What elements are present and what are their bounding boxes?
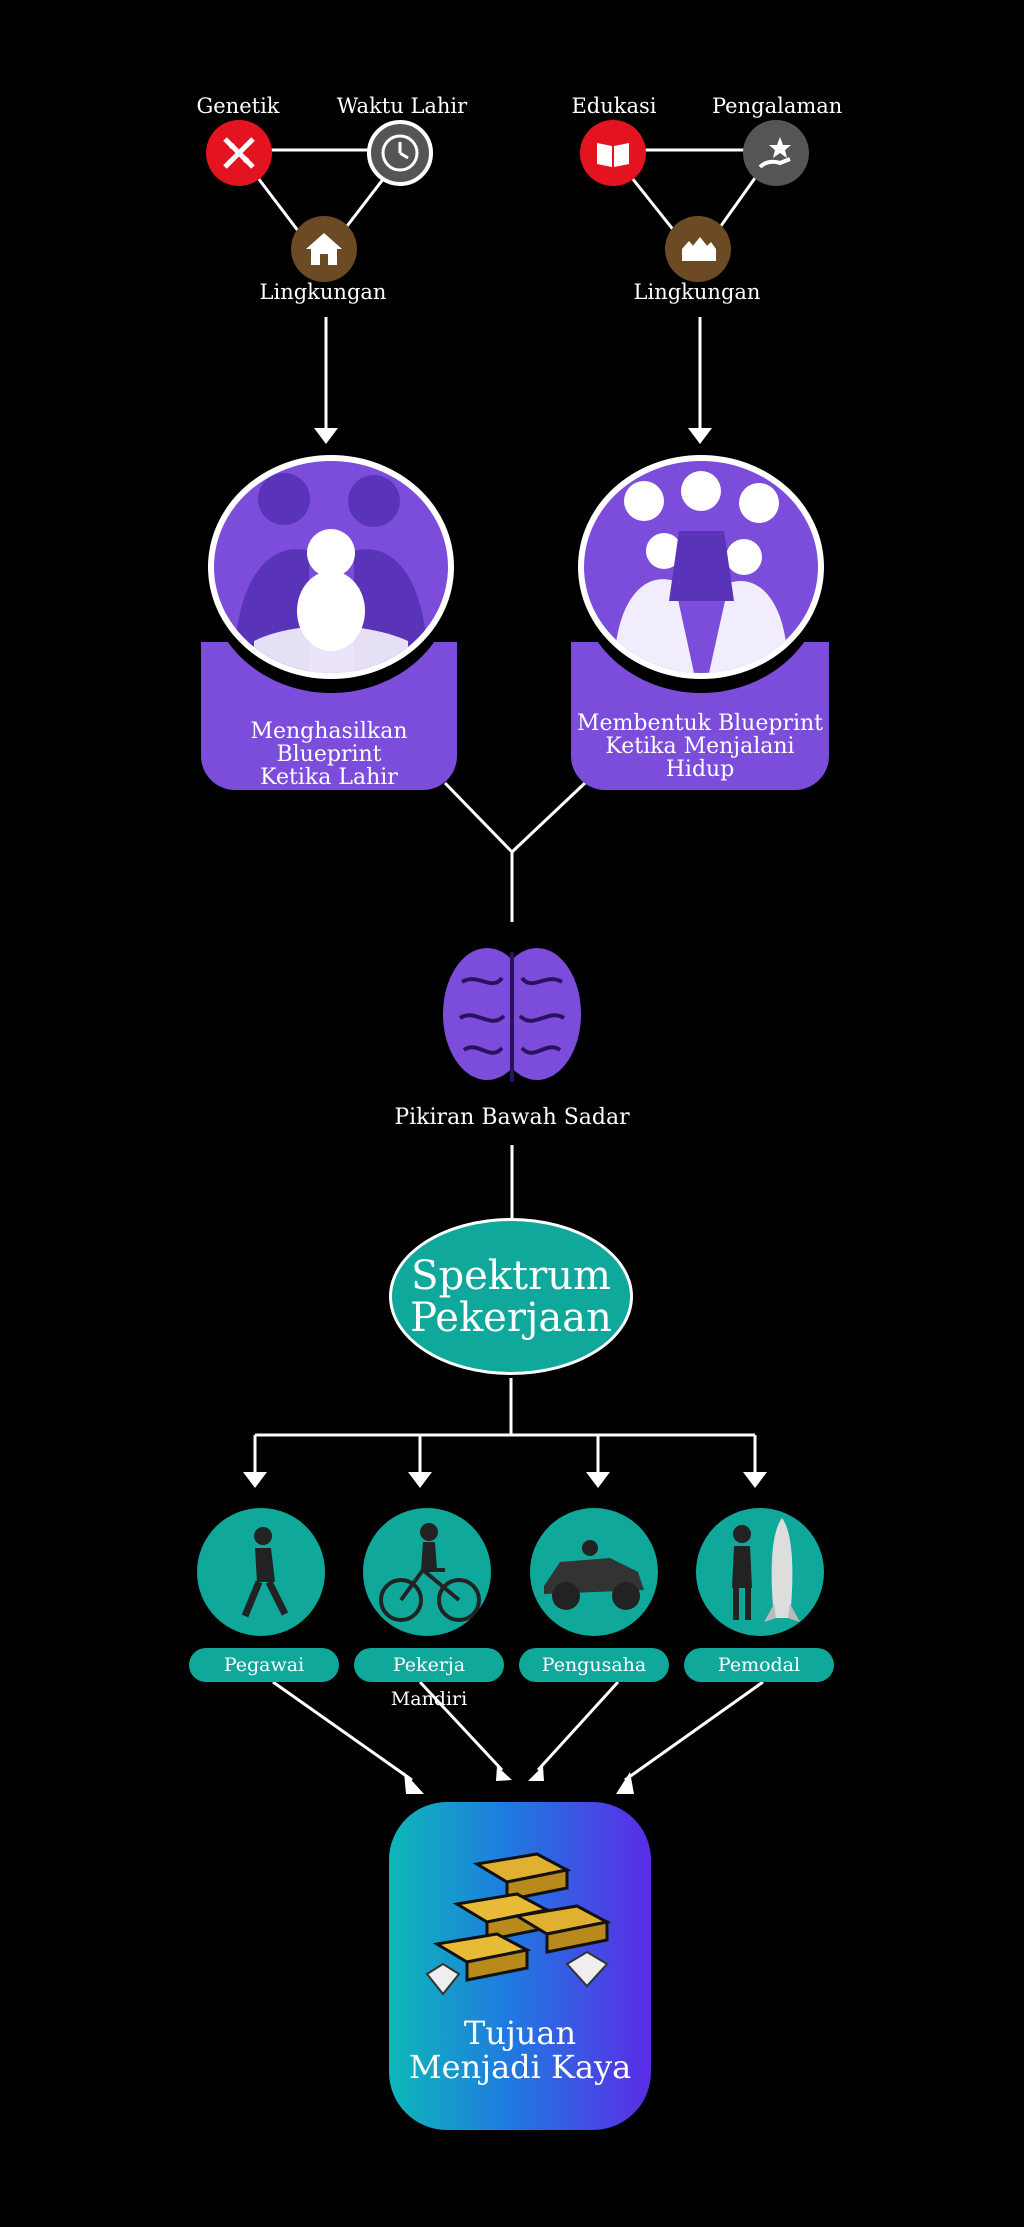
job-pill-pemodal: Pemodal: [684, 1648, 834, 1682]
job-pill-pengusaha: Pengusaha: [519, 1648, 669, 1682]
brain-icon: [442, 942, 582, 1090]
spektrum-line1: Spektrum: [411, 1252, 611, 1299]
goal-arrowheads: [404, 1766, 634, 1794]
blueprint-left-text: Menghasilkan Blueprint Ketika Lahir: [201, 720, 457, 789]
goal-line1: Tujuan: [463, 2014, 577, 2052]
brain-label: Pikiran Bawah Sadar: [394, 1105, 630, 1130]
bicycle-icon: [363, 1508, 491, 1636]
goal-line2: Menjadi Kaya: [408, 2048, 632, 2086]
town-icon: [665, 216, 731, 282]
merge-lines: [443, 781, 587, 922]
house-icon: [291, 216, 357, 282]
spektrum-branch-lines: [253, 1378, 757, 1472]
blueprint-right-text: Membentuk Blueprint Ketika Menjalani Hid…: [571, 712, 829, 781]
job-pill-pegawai: Pegawai: [189, 1648, 339, 1682]
genetik-label: Genetik: [196, 94, 280, 118]
pengalaman-label: Pengalaman: [712, 94, 843, 118]
jobs-to-goal-arrows: [272, 1680, 764, 1782]
clock-icon: [367, 120, 433, 186]
book-icon: [580, 120, 646, 186]
spektrum-node: Spektrum Pekerjaan: [389, 1218, 633, 1375]
walking-man-icon: [197, 1508, 325, 1636]
car-icon: [530, 1508, 658, 1636]
family-illustration: [208, 455, 454, 679]
lingkungan-right-label: Lingkungan: [633, 280, 761, 304]
rocket-icon: [696, 1508, 824, 1636]
spektrum-line2: Pekerjaan: [410, 1294, 612, 1341]
blueprint-right-title: Membentuk Blueprint: [576, 711, 824, 736]
edukasi-label: Edukasi: [571, 94, 657, 118]
arrow-left-blueprint: [314, 317, 338, 444]
arrow-right-blueprint: [688, 317, 712, 444]
job-pill-pekerja-mandiri: Pekerja Mandiri: [354, 1648, 504, 1710]
job-arrowheads: [243, 1472, 767, 1488]
goal-node: Tujuan Menjadi Kaya: [389, 1802, 651, 2130]
blueprint-right-subtitle: Ketika Menjalani Hidup: [605, 734, 795, 782]
goal-text: Tujuan Menjadi Kaya: [389, 2016, 651, 2084]
dna-icon: [206, 120, 272, 186]
hand-star-icon: [743, 120, 809, 186]
waktu-lahir-label: Waktu Lahir: [336, 94, 468, 118]
group-illustration: [578, 455, 824, 679]
lingkungan-left-label: Lingkungan: [259, 280, 387, 304]
blueprint-left-subtitle: Ketika Lahir: [260, 765, 398, 790]
blueprint-left-title: Menghasilkan Blueprint: [250, 719, 408, 767]
gold-bars-icon: [417, 1824, 623, 2010]
